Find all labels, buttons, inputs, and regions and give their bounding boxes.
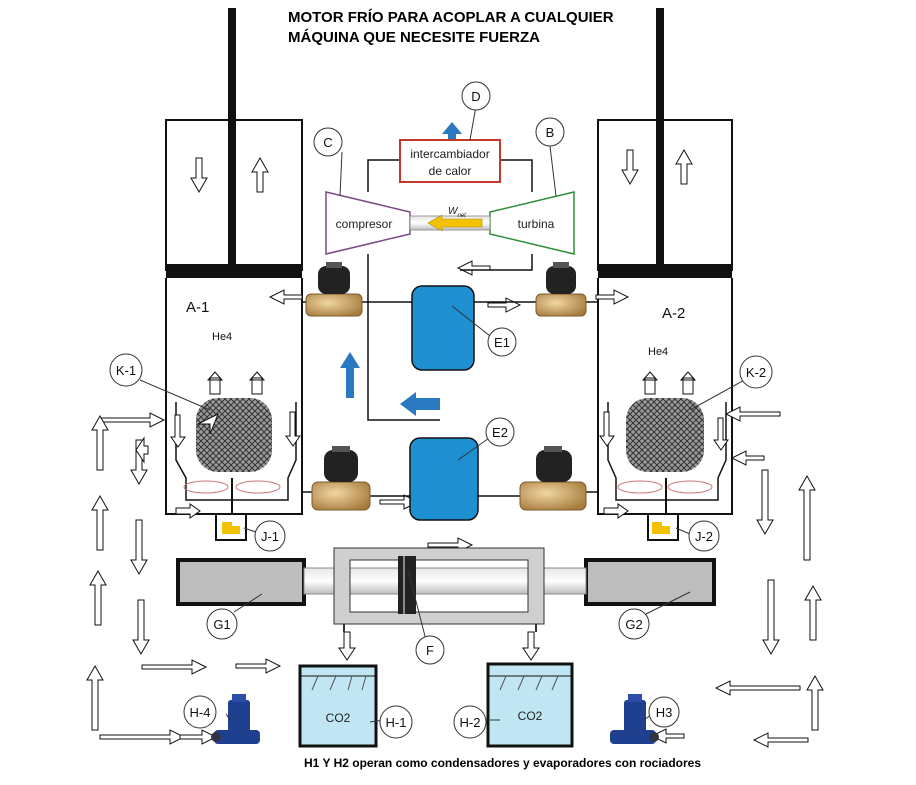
left-fan — [183, 480, 281, 494]
e1-vessel — [411, 285, 475, 371]
callout-k1: K-1 — [116, 363, 136, 378]
callout-c: C — [323, 135, 332, 150]
callout-d: D — [471, 89, 480, 104]
callout-c-circle — [313, 127, 343, 157]
hydraulic-cylinder — [176, 547, 716, 632]
callout-j1: J-1 — [261, 529, 279, 544]
callout-h2: H-2 — [460, 715, 481, 730]
compressor-label: compresor — [336, 217, 393, 231]
diagram-title-line-2: MÁQUINA QUE NECESITE FUERZA — [288, 29, 540, 46]
j2-jet-icon — [652, 522, 670, 534]
heat-exchanger-label-1: intercambiador — [410, 147, 489, 161]
g1-cylinder — [176, 558, 306, 606]
tank-h1: CO2 — [298, 664, 378, 748]
callout-g2-circle — [618, 608, 650, 640]
right-cylinder — [597, 119, 733, 541]
callout-f-circle — [415, 635, 445, 665]
callout-k1-circle — [109, 353, 143, 387]
callout-k2-circle — [739, 355, 773, 389]
diagram-title-line-1: MOTOR FRÍO PARA ACOPLAR A CUALQUIER — [288, 9, 614, 26]
work-label: Wnet — [448, 206, 466, 219]
callout-j2-circle — [688, 520, 720, 552]
diagram-footer-note: H1 Y H2 operan como condensadores y evap… — [304, 756, 702, 770]
callout-f: F — [426, 643, 434, 658]
callout-e2-circle — [485, 417, 515, 447]
j2-box — [647, 513, 679, 541]
valve-lower-left — [311, 446, 371, 511]
blue-arrows — [340, 122, 462, 416]
e2-vessel — [409, 437, 479, 521]
callout-k2: K-2 — [746, 365, 766, 380]
callout-h3: H3 — [656, 705, 673, 720]
callout-j2: J-2 — [695, 529, 713, 544]
callout-h3-circle — [648, 696, 680, 728]
callout-g1: G1 — [213, 617, 230, 632]
chamber-a2-label: A-2 — [662, 305, 685, 322]
callout-h2-circle — [453, 705, 487, 739]
j1-jet-icon — [222, 522, 240, 534]
work-arrow — [427, 214, 483, 232]
tank-h2: CO2 — [486, 662, 574, 748]
j1-box — [215, 513, 247, 541]
chamber-a1-label: A-1 — [186, 299, 209, 316]
right-piston-head — [598, 264, 732, 278]
valve-upper-left — [305, 262, 363, 317]
compressor — [325, 191, 411, 255]
k2-mesh-heater — [626, 398, 704, 472]
callout-j1-circle — [254, 520, 286, 552]
h1-fluid-label: CO2 — [326, 711, 351, 725]
callout-labels: D B C E1 E2 K-1 K-2 J-1 J-2 G1 G2 F H-1 … — [116, 89, 766, 730]
cycle-lines — [302, 159, 598, 497]
callout-h4-circle — [183, 695, 217, 729]
right-piston-rod — [656, 8, 664, 270]
callout-b: B — [546, 125, 555, 140]
callout-h1: H-1 — [386, 715, 407, 730]
gas-right-label: He4 — [648, 346, 668, 358]
callout-g1-circle — [206, 608, 238, 640]
valve-lower-right — [519, 446, 587, 511]
right-fan — [617, 480, 713, 494]
callout-b-circle — [535, 117, 565, 147]
h2-fluid-label: CO2 — [518, 709, 543, 723]
gas-left-label: He4 — [212, 331, 232, 343]
pump-h3 — [610, 694, 659, 744]
callout-g2: G2 — [625, 617, 642, 632]
callout-h4: H-4 — [190, 705, 211, 720]
callouts — [109, 81, 773, 739]
callout-e2: E2 — [492, 425, 508, 440]
callout-d-circle — [461, 81, 491, 111]
valve-upper-right — [535, 262, 587, 317]
heat-exchanger-label-2: de calor — [429, 164, 472, 178]
turbine-label: turbina — [518, 217, 555, 231]
diagram-title: MOTOR FRÍO PARA ACOPLAR A CUALQUIER MÁQU… — [288, 8, 728, 48]
piston-housing — [333, 547, 545, 625]
g2-cylinder — [584, 558, 716, 606]
left-piston-head — [166, 264, 302, 278]
pump-h4 — [211, 694, 260, 744]
callout-h1-circle — [379, 705, 413, 739]
heat-exchanger — [399, 139, 501, 183]
callout-e1-circle — [487, 327, 517, 357]
f-piston — [398, 556, 416, 614]
left-piston-rod — [228, 8, 236, 270]
callout-e1: E1 — [494, 335, 510, 350]
